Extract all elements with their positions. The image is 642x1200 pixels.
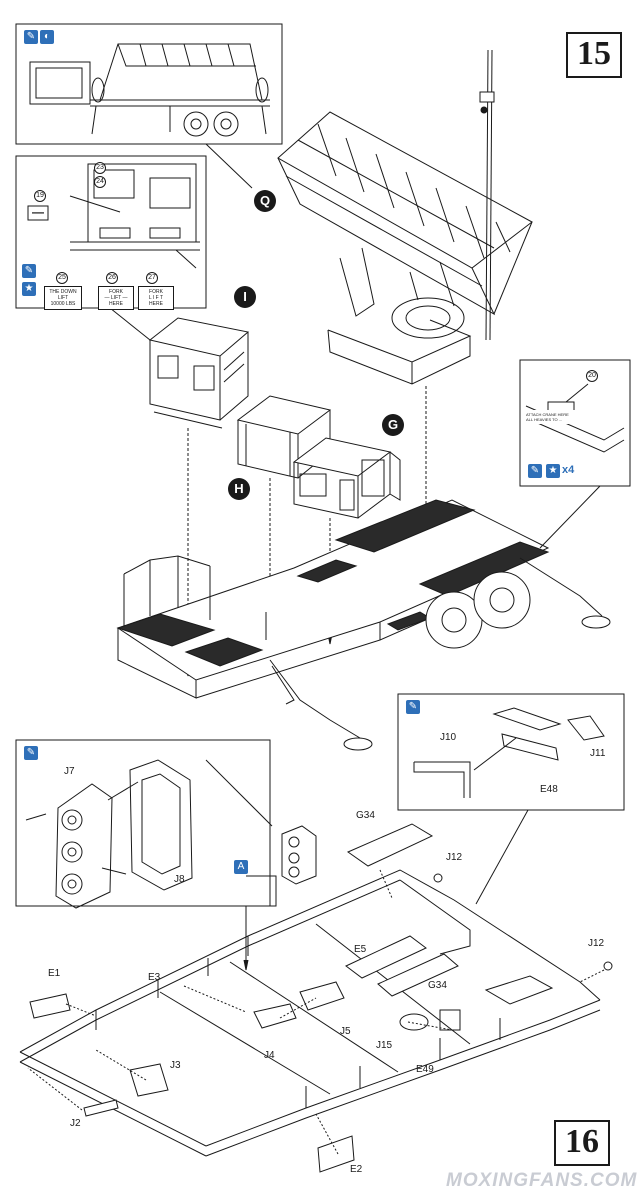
paint-brush-icon: ✎ (24, 746, 38, 760)
main-frame (19, 823, 613, 1173)
part-label-j12-left: J12 (446, 852, 463, 863)
container-g-module (292, 437, 401, 519)
part-label-e49: E49 (416, 1064, 434, 1075)
bracket-inset (397, 693, 625, 811)
part-callout-i: I (234, 286, 256, 308)
decal-number-25: 25 (56, 272, 68, 284)
decal-number-20: 20 (586, 370, 598, 382)
decal-number-23: 23 (94, 162, 106, 174)
decal-number-26: 26 (106, 272, 118, 284)
part-label-j4: J4 (264, 1050, 275, 1061)
decal-count-label: x4 (562, 464, 575, 476)
sprue-icon: A (234, 860, 248, 874)
trailer-upper-assembly (116, 499, 611, 751)
part-label-e48: E48 (540, 784, 558, 795)
stencil-decal-26: FORK — LIFT — HERE (98, 286, 134, 310)
part-callout-q: Q (254, 190, 276, 212)
part-label-g34-upper: G34 (356, 810, 375, 821)
part-label-j15: J15 (376, 1040, 393, 1051)
decal-number-24: 24 (94, 176, 106, 188)
part-label-e3: E3 (148, 972, 161, 983)
vehicle-reference-inset (15, 23, 283, 145)
decal-number-27: 27 (146, 272, 158, 284)
step-number-16: 16 (554, 1120, 610, 1166)
part-label-e5: E5 (354, 944, 367, 955)
part-label-j3: J3 (170, 1060, 181, 1071)
paint-brush-icon: ✎ (406, 700, 420, 714)
gearbox-inset (15, 739, 271, 909)
decal-star-icon: ★ (546, 464, 560, 478)
step-number-15: 15 (566, 32, 622, 78)
part-label-j7: J7 (64, 766, 75, 777)
paint-brush-icon: ✎ (528, 464, 542, 478)
launcher-module (277, 49, 533, 385)
stencil-decal-27: FORK L I F T HERE (138, 286, 174, 310)
decal-star-icon: ★ (22, 282, 36, 296)
stencil-decal-20: ATTACH CRANE HERE ALL HEAVIES TO ... (524, 410, 588, 424)
generator-module (148, 317, 250, 429)
part-label-j12-right: J12 (588, 938, 605, 949)
paint-brush-icon: ✎ (24, 30, 38, 44)
generator-decal-inset (15, 155, 207, 309)
part-label-j11: J11 (590, 748, 606, 759)
part-label-e1: E1 (48, 968, 61, 979)
decal-number-19: 19 (34, 190, 46, 202)
part-label-j5: J5 (340, 1026, 351, 1037)
part-callout-h: H (228, 478, 250, 500)
glue-icon: ◐ (40, 30, 54, 44)
part-label-j2: J2 (70, 1118, 81, 1129)
decal-minus-symbol: — (32, 205, 44, 219)
stencil-decal-25: THE DOWN LIFT 10000 LBS (44, 286, 82, 310)
part-label-j10: J10 (440, 732, 457, 743)
part-label-g34-lower: G34 (428, 980, 447, 991)
paint-brush-icon: ✎ (22, 264, 36, 278)
part-label-j8: J8 (174, 874, 185, 885)
part-callout-g: G (382, 414, 404, 436)
container-h-module (236, 395, 332, 479)
watermark-text: MOXINGFANS.COM (446, 1170, 638, 1191)
part-label-e2: E2 (350, 1164, 363, 1175)
